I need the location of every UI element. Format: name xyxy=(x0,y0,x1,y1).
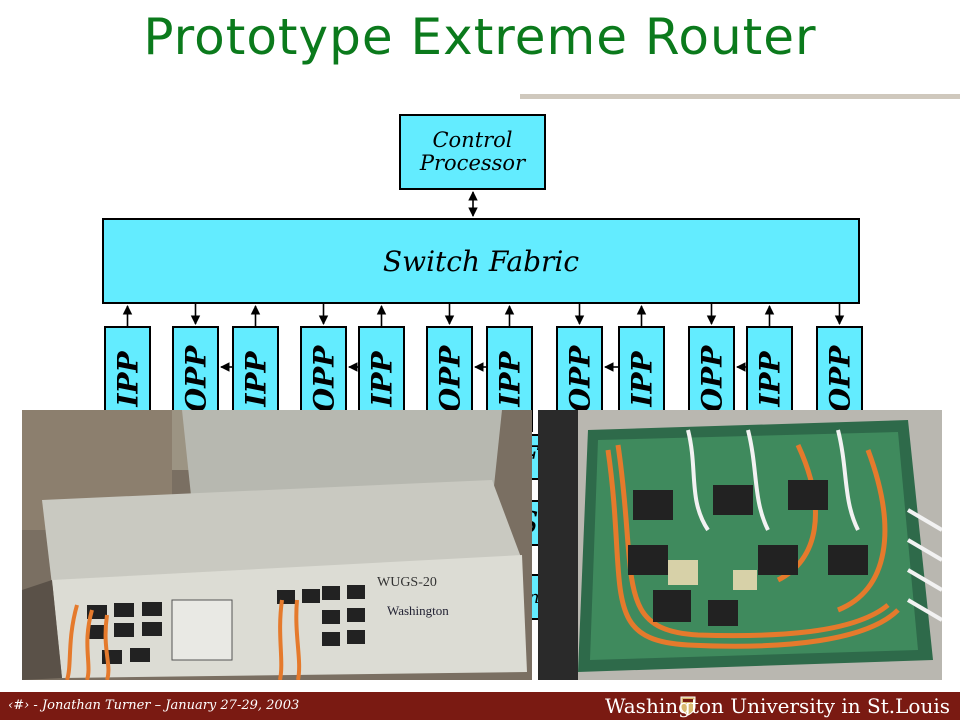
university-shield-icon xyxy=(680,696,696,716)
footer-credit: ‹#› - Jonathan Turner – January 27-29, 2… xyxy=(8,698,300,713)
chassis-illustration: WUGS-20 Washington xyxy=(22,410,532,680)
port-label: OPP xyxy=(433,345,466,413)
port-label: IPP xyxy=(365,351,398,407)
board-illustration xyxy=(538,410,942,680)
chassis-model-text: WUGS-20 xyxy=(377,575,437,590)
chassis-photo: WUGS-20 Washington xyxy=(22,410,532,680)
switch-fabric-label: Switch Fabric xyxy=(382,244,580,278)
port-label: OPP xyxy=(563,345,596,413)
port-label: IPP xyxy=(625,351,658,407)
footer-university: Washington University in St.Louis xyxy=(604,694,950,718)
port-label: OPP xyxy=(307,345,340,413)
port-label: OPP xyxy=(823,345,856,413)
port-label: IPP xyxy=(753,351,786,407)
port-label: OPP xyxy=(695,345,728,413)
control-processor-label-2: Processor xyxy=(419,151,526,175)
footer-bar: ‹#› - Jonathan Turner – January 27-29, 2… xyxy=(0,692,960,720)
control-processor-label-1: Control xyxy=(432,127,513,152)
port-label: OPP xyxy=(179,345,212,413)
port-label: IPP xyxy=(239,351,272,407)
switch-fabric-box: Switch Fabric xyxy=(102,218,860,304)
page-title: Prototype Extreme Router xyxy=(143,8,817,66)
chassis-logo-text: Washington xyxy=(387,603,449,618)
board-photo xyxy=(538,410,942,680)
port-label: IPP xyxy=(493,351,526,407)
control-processor-box: Control Processor xyxy=(399,114,546,190)
port-label: IPP xyxy=(111,351,144,407)
title-underline xyxy=(520,94,960,99)
